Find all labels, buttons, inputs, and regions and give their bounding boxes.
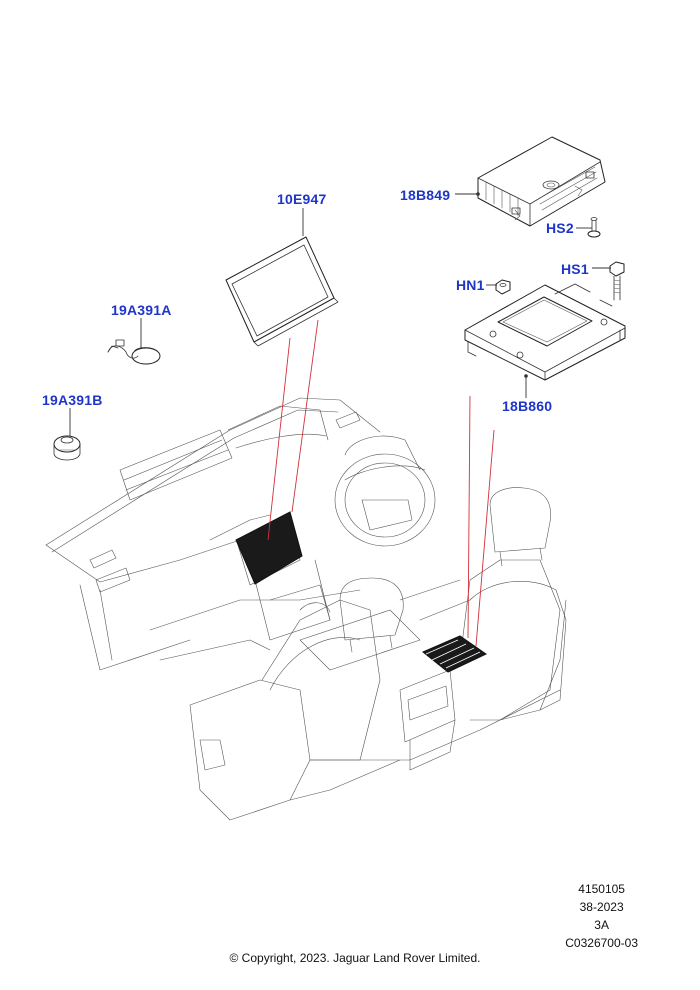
location-line-display-b (291, 319, 319, 513)
nut-hn1-drawing (495, 279, 511, 295)
meta-date: 38-2023 (579, 900, 624, 914)
antenna-19a391a-drawing (107, 339, 161, 365)
callout-18b849: 18B849 (400, 187, 451, 203)
antenna-19a391b-drawing (53, 435, 81, 461)
copyright-notice: © Copyright, 2023. Jaguar Land Rover Lim… (229, 951, 481, 965)
drawing-metadata: 4150105 38-2023 3A C0326700-03 (565, 880, 638, 952)
bolt-hs2-drawing (587, 217, 601, 238)
module-18b849-drawing (477, 136, 606, 227)
callout-10e947: 10E947 (277, 191, 327, 207)
callout-hn1: HN1 (456, 277, 485, 293)
location-line-module-a (467, 395, 471, 639)
callout-hs2: HS2 (546, 220, 574, 236)
location-line-display-a (267, 337, 291, 541)
location-line-module-b (475, 429, 495, 647)
callout-hs1: HS1 (561, 261, 589, 277)
meta-image-id: C0326700-03 (565, 936, 638, 950)
bolt-hs1-drawing (609, 261, 625, 301)
callout-19a391b: 19A391B (42, 392, 103, 408)
meta-code: 4150105 (578, 882, 625, 896)
meta-revision: 3A (594, 918, 609, 932)
vehicle-interior-drawing (45, 397, 567, 821)
callout-18b860: 18B860 (502, 398, 553, 414)
callout-19a391a: 19A391A (111, 302, 172, 318)
display-10e947-drawing (225, 236, 339, 347)
bracket-18b860-drawing (464, 283, 626, 381)
